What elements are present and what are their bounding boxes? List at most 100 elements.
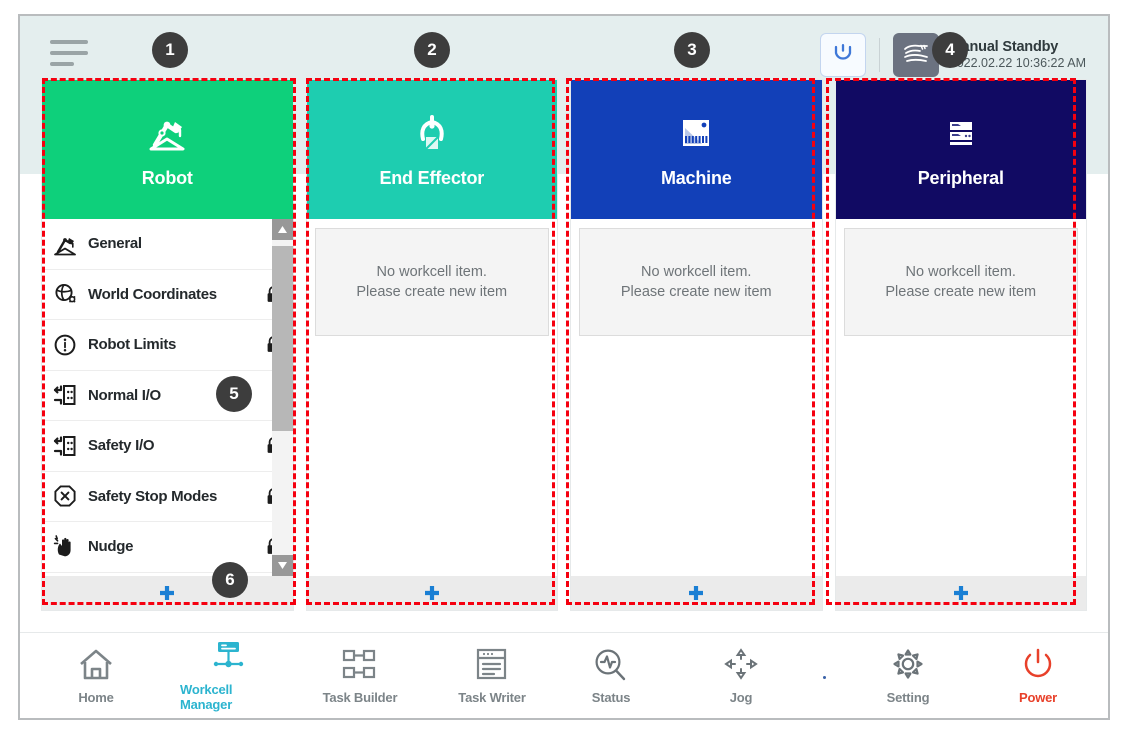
nav-item-task-writer[interactable]: Task Writer xyxy=(444,647,540,705)
menu-item-nudge[interactable]: Nudge xyxy=(42,522,293,573)
card-body-end-effector: No workcell item. Please create new item xyxy=(306,219,557,576)
empty-line-2: Please create new item xyxy=(356,284,508,300)
io-port-icon xyxy=(53,385,76,406)
nav-item-label: Power xyxy=(1018,689,1057,705)
hand-nudge-icon xyxy=(53,534,71,557)
nav-item-home[interactable]: Home xyxy=(48,647,144,705)
empty-state-peripheral: No workcell item. Please create new item xyxy=(843,228,1078,336)
nav-item-power[interactable]: Power xyxy=(990,647,1086,705)
power-icon xyxy=(1024,648,1052,677)
hamburger-bar xyxy=(50,62,74,66)
add-robot-button[interactable] xyxy=(42,576,293,610)
manual-hand-icon[interactable] xyxy=(892,33,939,77)
status-title: Manual Standby xyxy=(949,39,1059,56)
card-header-machine[interactable]: Machine xyxy=(571,80,822,219)
triangle-up-glyph xyxy=(277,226,287,233)
menu-item-label: Robot Limits xyxy=(88,336,177,354)
nav-item-workcell-manager[interactable]: Workcell Manager xyxy=(180,639,276,712)
empty-state-end-effector: No workcell item. Please create new item xyxy=(314,228,549,336)
empty-line-2: Please create new item xyxy=(885,284,1037,300)
manual-hand-glyph xyxy=(903,44,928,62)
nav-item-label: Task Writer xyxy=(458,689,526,705)
status-divider xyxy=(878,38,880,72)
task-builder-icon xyxy=(342,649,376,678)
machine-icon xyxy=(683,119,710,146)
empty-line-1: No workcell item. xyxy=(641,264,752,280)
task-writer-icon xyxy=(476,648,507,679)
add-machine-button[interactable] xyxy=(571,576,822,610)
nav-item-label: Setting xyxy=(886,689,930,705)
nav-group-left: Home Workcell Manager Task Builder Task Wri… xyxy=(48,639,540,712)
bottom-navigation: Home Workcell Manager Task Builder Task Wri… xyxy=(20,632,1108,718)
card-body-machine: No workcell item. Please create new item xyxy=(571,219,822,576)
robot-arm-icon xyxy=(149,121,185,150)
nav-separator-dot xyxy=(823,676,826,679)
status-timestamp: 2022.02.22 10:36:22 AM xyxy=(949,56,1086,71)
status-scope-icon xyxy=(595,649,626,680)
card-header-end-effector[interactable]: End Effector xyxy=(306,80,557,219)
menu-item-label: Normal I/O xyxy=(88,386,161,404)
menu-item-world-coordinates[interactable]: World Coordinates xyxy=(42,269,293,320)
robot-arm-icon xyxy=(54,237,76,256)
empty-line-1: No workcell item. xyxy=(376,264,487,280)
menu-scrollbar[interactable] xyxy=(271,219,293,576)
menu-item-robot-limits[interactable]: Robot Limits xyxy=(42,320,293,371)
empty-state-machine: No workcell item. Please create new item xyxy=(579,228,814,336)
hamburger-bar xyxy=(50,40,88,44)
nav-item-label: Status xyxy=(591,689,631,705)
card-title-end-effector: End Effector xyxy=(379,167,485,188)
status-text: Manual Standby 2022.02.22 10:36:22 AM xyxy=(950,38,1086,72)
plus-icon xyxy=(424,586,439,600)
menu-item-general[interactable]: General xyxy=(42,219,293,270)
menu-item-label: General xyxy=(88,235,142,253)
plus-icon xyxy=(160,586,175,600)
nav-item-label: Workcell Manager xyxy=(180,682,233,712)
device-frame: Manual Standby 2022.02.22 10:36:22 AM Ro… xyxy=(18,14,1110,720)
nav-item-label: Task Builder xyxy=(322,689,398,705)
gear-icon xyxy=(893,648,923,679)
add-peripheral-button[interactable] xyxy=(835,576,1086,610)
hamburger-icon[interactable] xyxy=(50,38,96,72)
workcell-card-machine: Machine No workcell item. Please create … xyxy=(571,80,822,610)
jog-dpad-icon xyxy=(724,647,758,680)
triangle-down-icon[interactable] xyxy=(271,555,293,576)
workcell-card-end-effector: End Effector No workcell item. Please cr… xyxy=(306,80,557,610)
io-port-icon xyxy=(53,435,76,456)
limits-circle-icon xyxy=(54,334,76,356)
menu-item-label: Safety I/O xyxy=(88,437,155,455)
globe-axis-icon xyxy=(55,284,76,303)
menu-item-label: World Coordinates xyxy=(88,285,217,303)
triangle-down-glyph xyxy=(277,562,287,569)
menu-item-label: Nudge xyxy=(88,538,134,556)
empty-line-2: Please create new item xyxy=(620,284,772,300)
add-end-effector-button[interactable] xyxy=(306,576,557,610)
card-body-peripheral: No workcell item. Please create new item xyxy=(835,219,1086,576)
menu-item-safety-stop-modes[interactable]: Safety Stop Modes xyxy=(42,471,293,522)
menu-item-safety-i-o[interactable]: Safety I/O xyxy=(42,421,293,472)
hamburger-bar xyxy=(50,51,88,55)
empty-line-1: No workcell item. xyxy=(905,264,1016,280)
nav-item-task-builder[interactable]: Task Builder xyxy=(312,647,408,705)
home-icon xyxy=(80,649,112,679)
plus-icon xyxy=(953,586,968,600)
nav-item-label: Jog xyxy=(729,689,753,705)
card-title-machine: Machine xyxy=(660,167,732,188)
nav-item-setting[interactable]: Setting xyxy=(860,647,956,705)
menu-item-normal-i-o[interactable]: Normal I/O xyxy=(42,370,293,421)
workcell-icon xyxy=(213,642,244,668)
scrollbar-thumb[interactable] xyxy=(271,246,293,431)
card-header-peripheral[interactable]: Peripheral xyxy=(835,80,1086,219)
card-title-robot: Robot xyxy=(141,167,193,188)
status-cluster: Manual Standby 2022.02.22 10:36:22 AM xyxy=(819,32,1086,78)
card-header-robot[interactable]: Robot xyxy=(42,80,293,219)
triangle-up-icon[interactable] xyxy=(271,219,293,240)
reset-rotate-icon[interactable] xyxy=(819,33,866,77)
nav-item-label: Home xyxy=(78,689,114,705)
nav-item-jog[interactable]: Jog xyxy=(693,647,789,705)
gripper-icon xyxy=(420,114,444,150)
nav-item-status[interactable]: Status xyxy=(563,647,659,705)
